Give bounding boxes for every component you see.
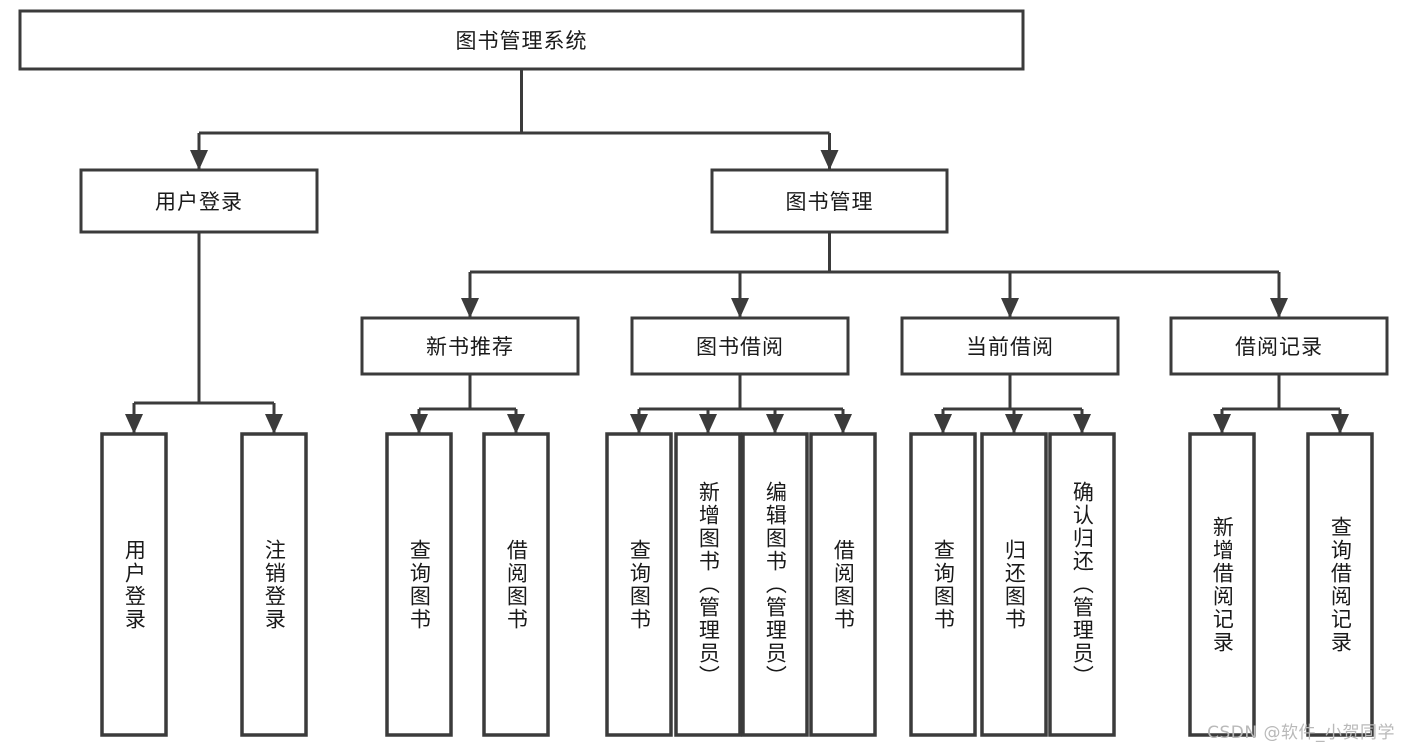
node-user-login[interactable]	[79, 168, 319, 234]
leaf-leaf-query-book-rec[interactable]	[385, 432, 453, 737]
leaf-leaf-return-book[interactable]	[980, 432, 1048, 737]
leaf-leaf-confirm-return[interactable]	[1048, 432, 1116, 737]
node-root[interactable]	[18, 9, 1025, 71]
connector-edges	[125, 69, 1349, 434]
leaf-leaf-query-record[interactable]	[1306, 432, 1374, 737]
leaf-leaf-user-logout[interactable]	[240, 432, 308, 737]
leaf-leaf-edit-book[interactable]	[741, 432, 809, 737]
node-boxes	[18, 9, 1389, 737]
node-current-borrow[interactable]	[900, 316, 1120, 376]
leaf-leaf-add-book[interactable]	[674, 432, 742, 737]
leaf-leaf-add-record[interactable]	[1188, 432, 1256, 737]
node-borrow-record[interactable]	[1169, 316, 1389, 376]
leaf-leaf-borrow-book[interactable]	[809, 432, 877, 737]
leaf-leaf-borrow-book-rec[interactable]	[482, 432, 550, 737]
node-book-manage[interactable]	[710, 168, 949, 234]
leaf-leaf-query-book-bor[interactable]	[605, 432, 673, 737]
node-book-borrow[interactable]	[630, 316, 850, 376]
node-new-book-recommend[interactable]	[360, 316, 580, 376]
watermark-text: CSDN @软件_小贺同学	[1207, 723, 1395, 743]
leaf-leaf-user-login[interactable]	[100, 432, 168, 737]
leaf-leaf-query-book-cur[interactable]	[909, 432, 977, 737]
